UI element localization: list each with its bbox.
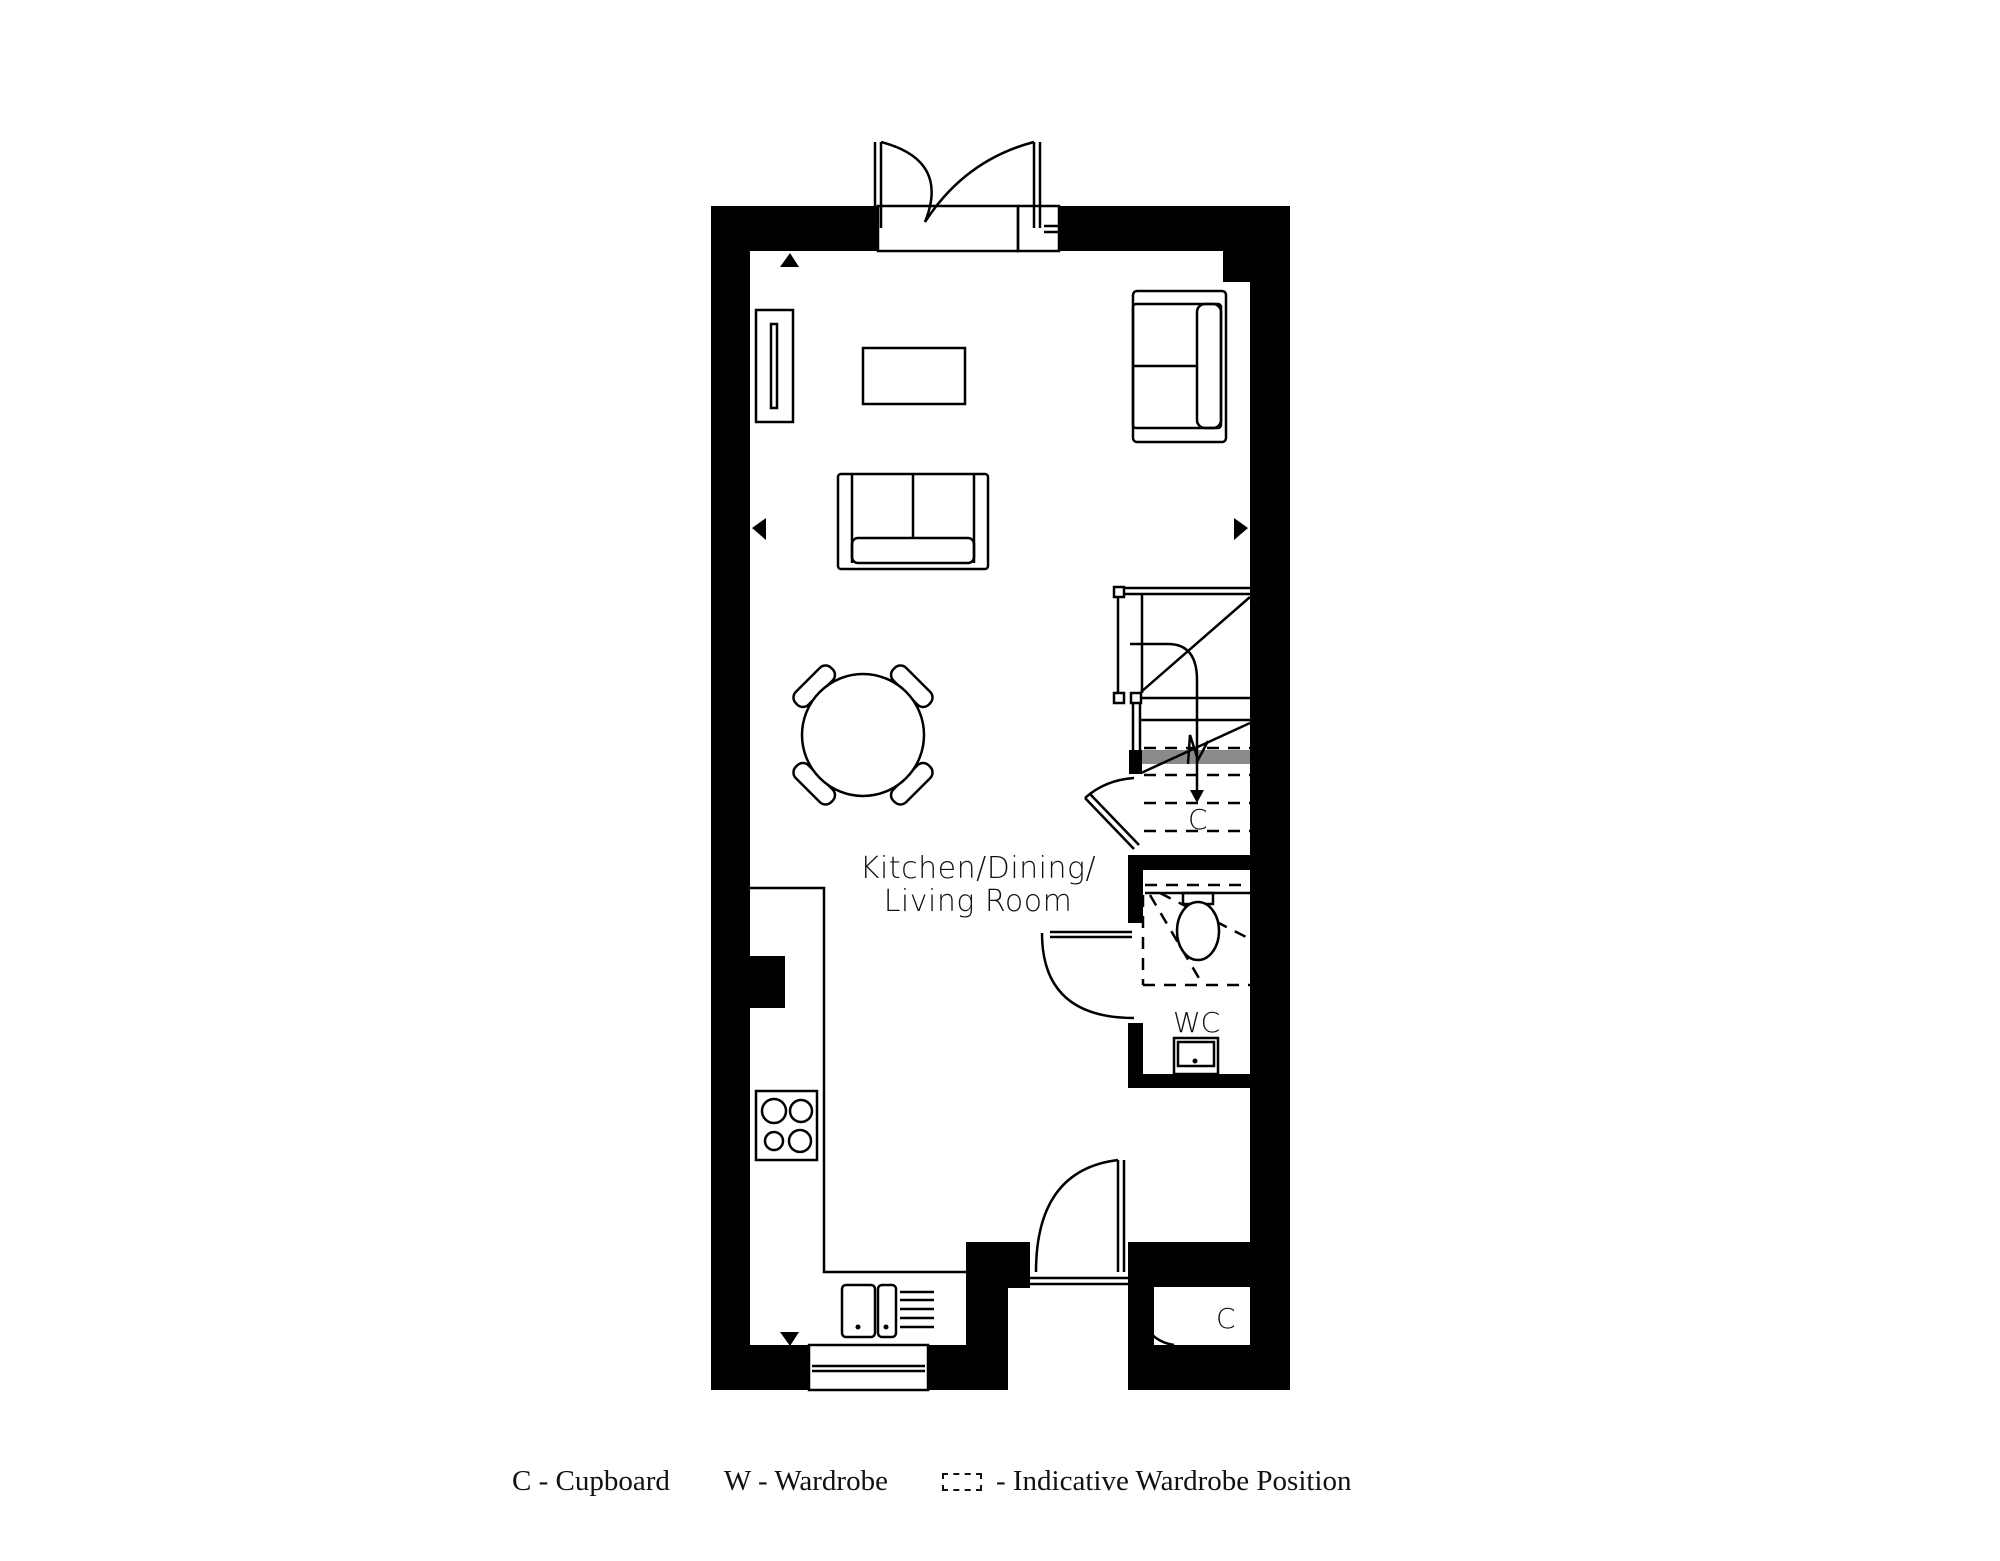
legend: C - Cupboard W - Wardrobe - Indicative W… — [512, 1465, 1406, 1498]
understairs-cupboard: C — [1084, 746, 1250, 850]
staircase — [1112, 585, 1251, 803]
room-label-line2: Living Room — [884, 884, 1073, 919]
dining-table — [792, 664, 934, 806]
walls — [711, 206, 1290, 1390]
hob — [754, 1089, 819, 1162]
legend-wardrobe-label: W - Wardrobe — [723, 1465, 888, 1497]
room-label-line1: Kitchen/Dining/ — [860, 851, 1096, 886]
cupboard-label-2: C — [1216, 1302, 1236, 1335]
tv-unit — [754, 308, 795, 424]
kitchen-counter — [750, 886, 1008, 1339]
legend-cupboard-label: C - Cupboard — [512, 1465, 670, 1497]
sofa — [836, 472, 990, 571]
elevation-arrows — [752, 253, 1248, 1346]
front-door[interactable] — [1030, 1158, 1128, 1286]
entrance-cupboard[interactable]: C — [1132, 1288, 1236, 1347]
armchair-sofa-right — [1131, 289, 1228, 444]
dashed-box-icon — [941, 1472, 982, 1491]
wc-label: WC — [1173, 1006, 1220, 1039]
cupboard-label: C — [1188, 803, 1208, 836]
legend-indicative-label: - Indicative Wardrobe Position — [995, 1465, 1352, 1497]
legend-indicative-wardrobe: - Indicative Wardrobe Position — [941, 1465, 1352, 1498]
kitchen-window — [807, 1343, 930, 1392]
coffee-table — [861, 346, 967, 406]
patio-doors[interactable] — [873, 140, 1136, 253]
sink — [840, 1283, 934, 1339]
legend-cupboard: C - Cupboard — [512, 1465, 670, 1498]
legend-wardrobe: W - Wardrobe — [724, 1465, 888, 1498]
wc-room: WC — [1040, 883, 1251, 1076]
